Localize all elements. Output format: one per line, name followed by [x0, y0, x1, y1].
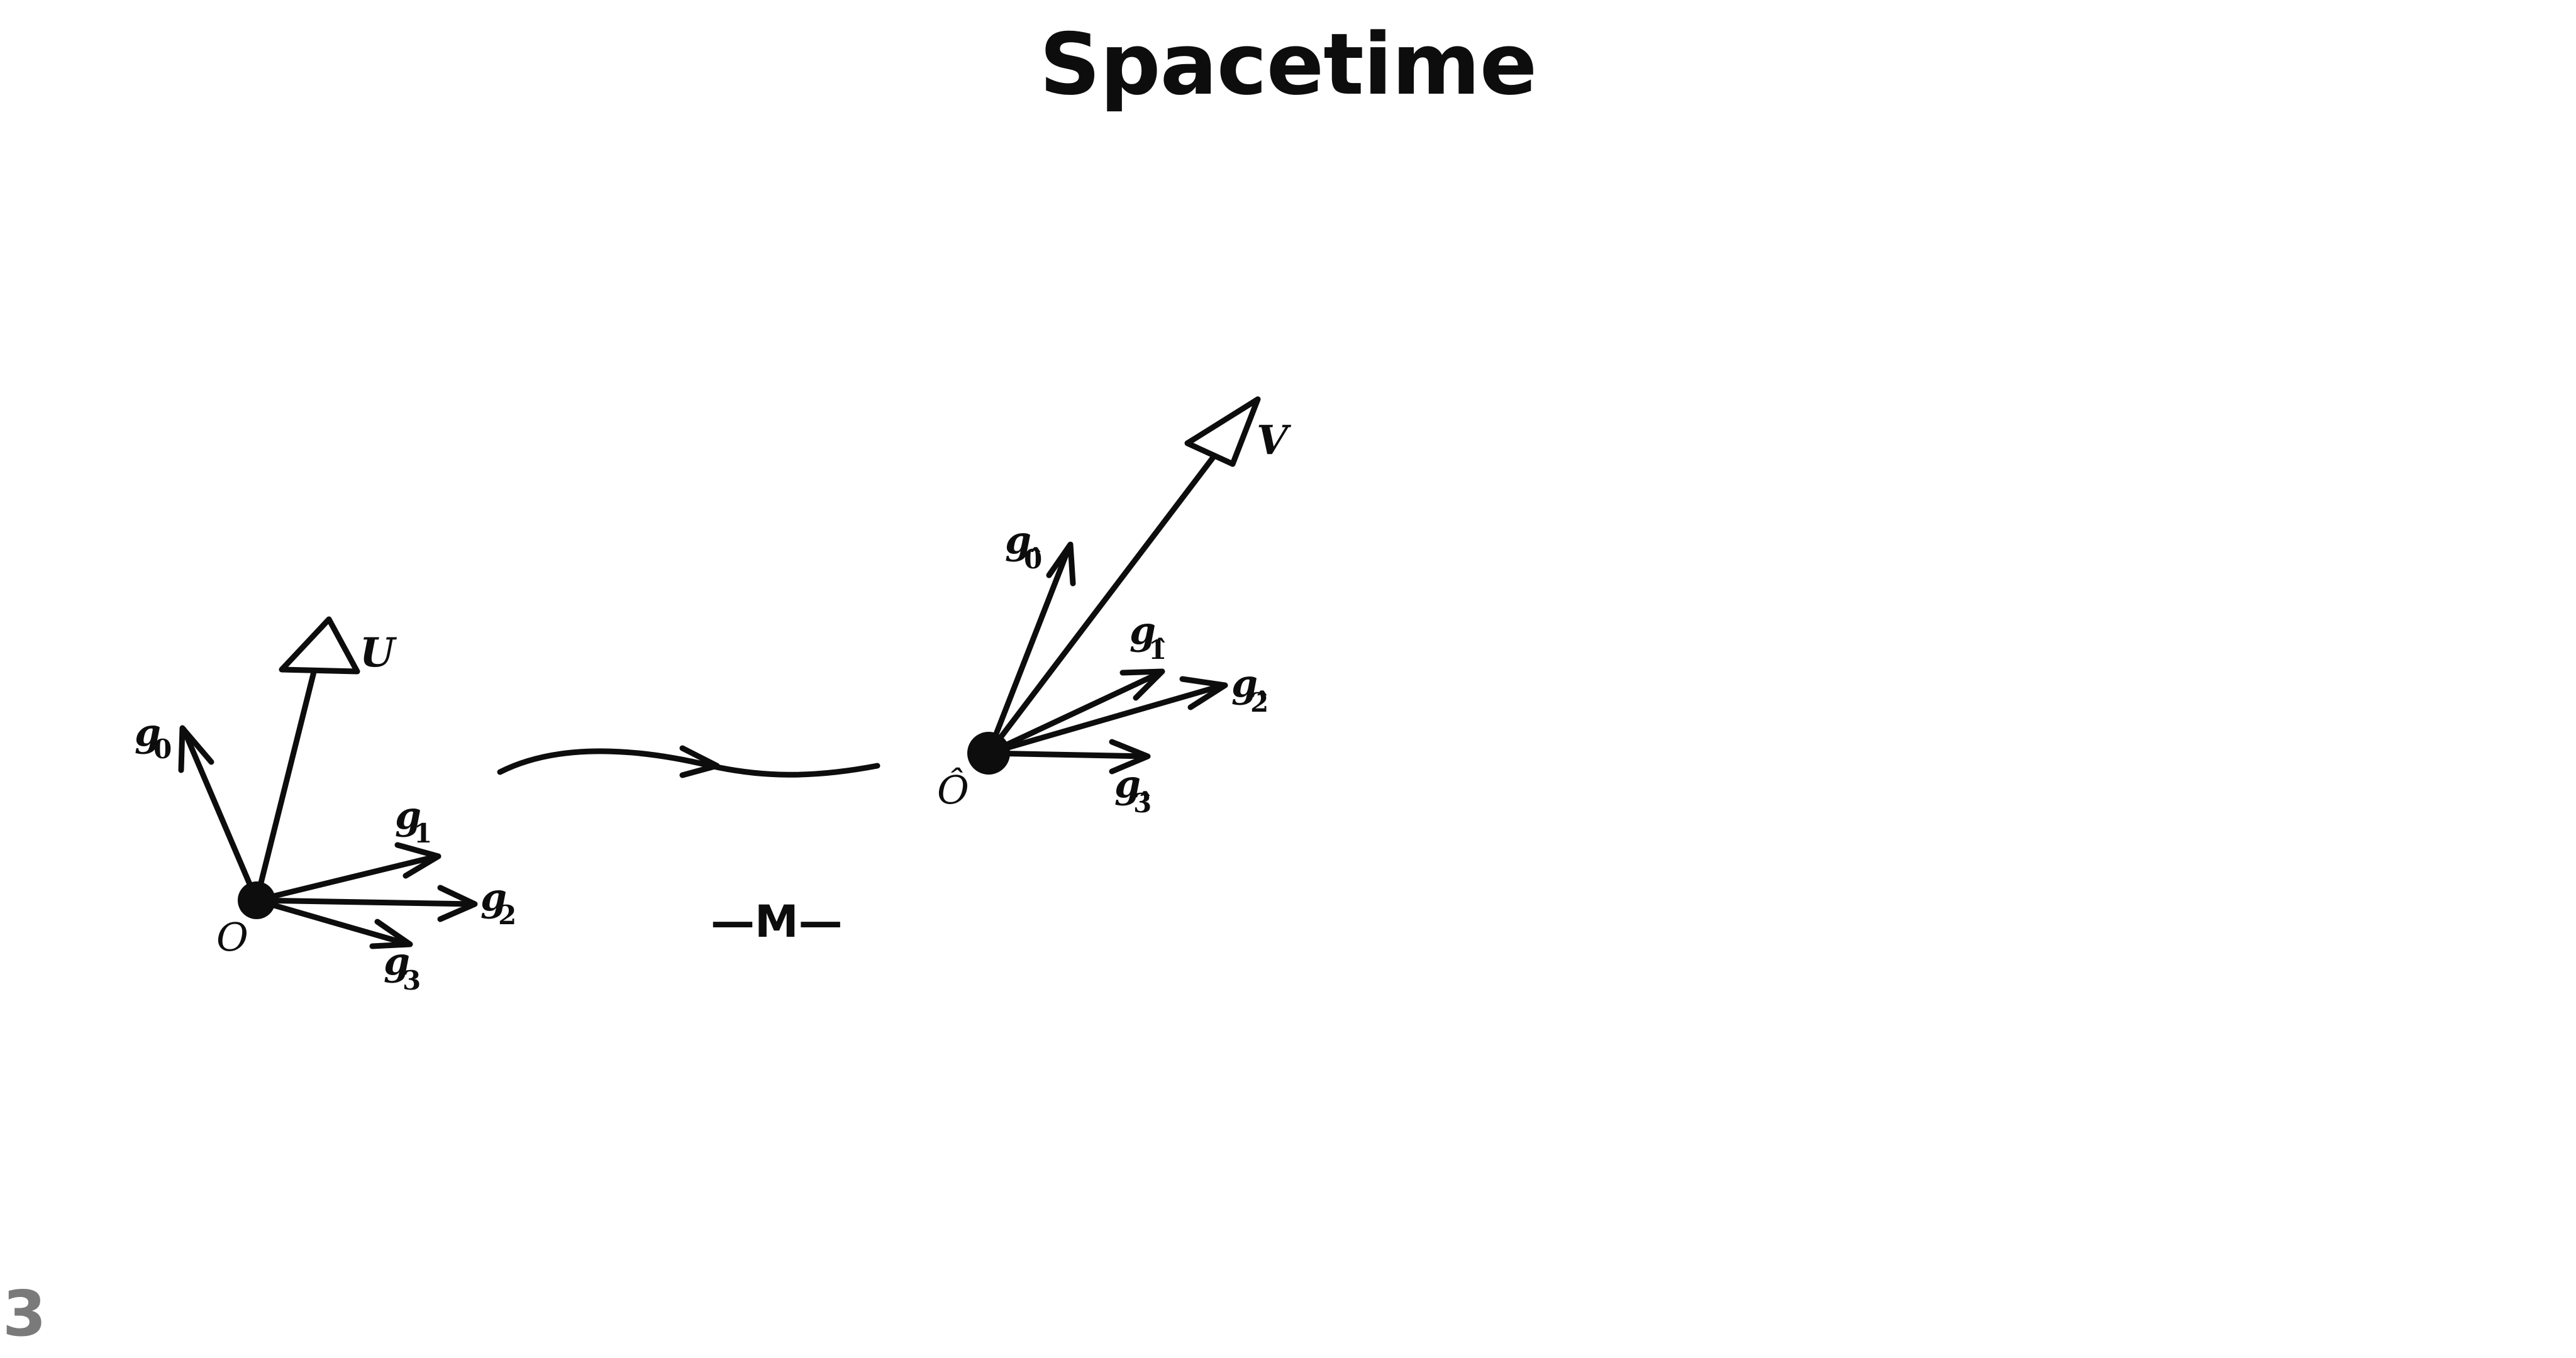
- svg-text:g: g: [480, 876, 507, 920]
- left-basis-g1-arrowhead: [394, 842, 441, 879]
- left-basis-g3-arrow: [253, 897, 412, 947]
- svg-text:g: g: [135, 711, 161, 755]
- svg-text:2̂: 2̂: [1250, 687, 1269, 718]
- svg-text:0: 0: [153, 734, 172, 765]
- right-basis-g2-arrow: [985, 682, 1226, 756]
- left-basis-g3-arrowhead: [369, 919, 413, 949]
- left-basis-g1-arrow: [253, 853, 440, 903]
- left-basis-g2-arrowhead: [437, 885, 478, 922]
- svg-text:g: g: [395, 794, 421, 838]
- left-basis-g1-label: g 1: [395, 794, 432, 849]
- svg-text:g: g: [1114, 763, 1141, 807]
- left-origin-point: [238, 881, 275, 919]
- svg-text:1̂: 1̂: [1148, 634, 1167, 665]
- right-frame: Ô V g 0̂ g 1̂ g 2̂ g 3̂: [937, 396, 1292, 819]
- transport-curve-arrowhead: [679, 745, 720, 778]
- slide-title: Spacetime: [1039, 15, 1538, 114]
- right-basis-g0-label: g 0̂: [1005, 519, 1042, 575]
- right-basis-g3-arrowhead: [1109, 739, 1151, 775]
- right-velocity-arrowhead: [1184, 396, 1261, 467]
- right-basis-g3-arrow: [985, 750, 1149, 759]
- right-basis-g2-arrowhead: [1179, 676, 1228, 710]
- svg-text:2: 2: [498, 900, 516, 930]
- svg-text:g: g: [1130, 609, 1156, 653]
- left-velocity-arrowhead: [279, 616, 360, 675]
- left-velocity-arrow: [253, 654, 321, 903]
- right-velocity-label: V: [1257, 417, 1292, 464]
- left-basis-g0-label: g 0: [135, 711, 172, 765]
- svg-text:0̂: 0̂: [1024, 544, 1042, 575]
- right-origin-label: Ô: [937, 767, 969, 813]
- left-basis-g0-arrow: [180, 726, 260, 903]
- right-basis-g1-label: g 1̂: [1130, 609, 1167, 665]
- right-basis-g0-arrowhead: [1046, 541, 1076, 587]
- left-basis-g0-arrowhead: [178, 725, 214, 773]
- right-basis-g0-arrow: [985, 544, 1072, 756]
- left-basis-g2-label: g 2: [480, 876, 516, 930]
- left-frame: O U g 0 g 1 g 2 g 3: [135, 616, 516, 996]
- page-number: 3: [3, 1277, 47, 1350]
- right-origin-point: [967, 732, 1010, 775]
- left-basis-g3-label: g 3: [384, 940, 421, 996]
- right-basis-g1-arrowhead: [1119, 668, 1165, 701]
- right-velocity-arrow: [985, 424, 1239, 756]
- right-basis-g2-label: g 2̂: [1231, 662, 1269, 718]
- right-basis-g3-label: g 3̂: [1114, 763, 1152, 819]
- right-basis-g1-arrow: [985, 670, 1163, 756]
- manifold-label: —M—: [711, 896, 843, 947]
- svg-text:g: g: [1231, 662, 1258, 706]
- svg-text:g: g: [1005, 519, 1031, 563]
- svg-text:1: 1: [414, 818, 432, 849]
- left-origin-label: O: [216, 914, 248, 960]
- left-basis-g2-arrow: [253, 897, 476, 907]
- svg-text:3: 3: [402, 965, 421, 996]
- connecting-curve: [497, 745, 880, 778]
- svg-text:3̂: 3̂: [1133, 788, 1152, 819]
- svg-text:g: g: [384, 940, 410, 984]
- left-velocity-label: U: [360, 629, 397, 676]
